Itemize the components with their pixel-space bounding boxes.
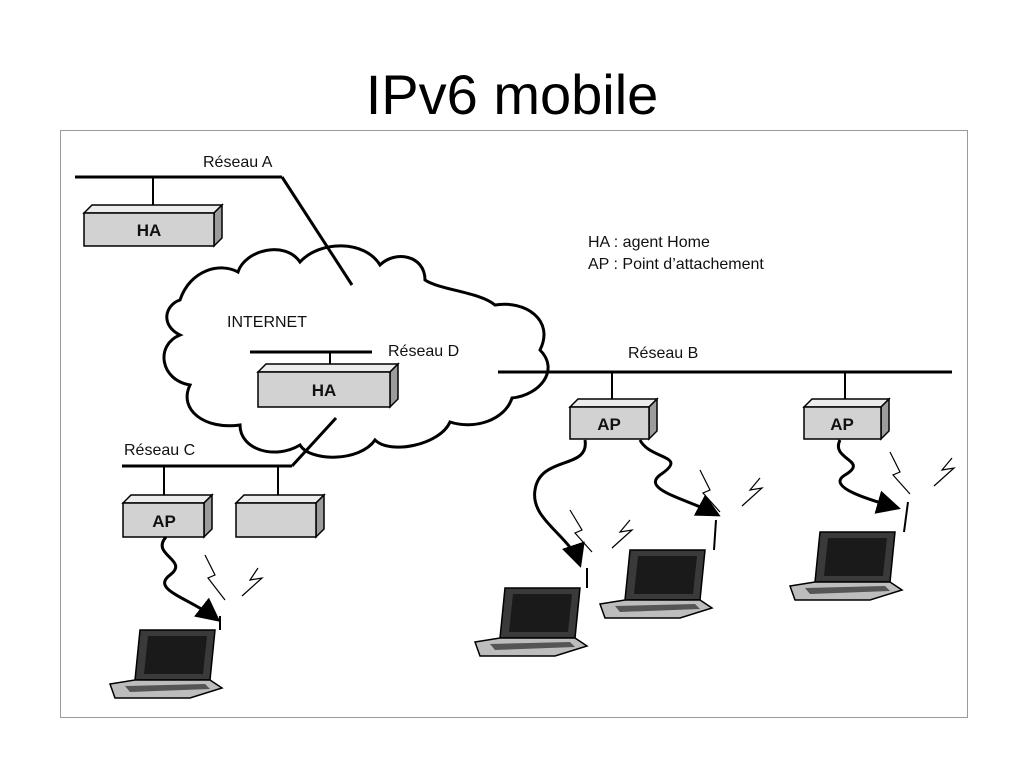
legend-ap: AP : Point d’attachement bbox=[588, 256, 764, 273]
ha-a-box: HA bbox=[82, 203, 224, 248]
radio-signals bbox=[204, 451, 956, 601]
ha-d-label: HA bbox=[312, 381, 337, 400]
ha-d-box: HA bbox=[256, 362, 400, 409]
laptop-icon bbox=[788, 501, 909, 601]
laptop-icon bbox=[473, 568, 589, 657]
reseau-a-uplink bbox=[280, 176, 354, 286]
reseau-c-uplink bbox=[290, 416, 338, 468]
wireless-arrow-b1b bbox=[638, 439, 721, 517]
slide-title: IPv6 mobile bbox=[365, 63, 659, 126]
ap-b1-label: AP bbox=[597, 415, 621, 434]
ap-c-label: AP bbox=[152, 512, 176, 531]
wireless-arrow-c bbox=[160, 536, 221, 622]
reseau-c-label: Réseau C bbox=[124, 442, 195, 459]
ap-b1-box: AP bbox=[568, 397, 659, 441]
wireless-arrow-b2 bbox=[836, 439, 901, 514]
reseau-b-label: Réseau B bbox=[628, 345, 698, 362]
laptop-icon bbox=[598, 519, 717, 619]
ha-a-label: HA bbox=[137, 221, 162, 240]
ap-b2-label: AP bbox=[830, 415, 854, 434]
reseau-a-label: Réseau A bbox=[203, 154, 273, 171]
internet-label: INTERNET bbox=[227, 314, 307, 331]
laptop-icon bbox=[108, 616, 224, 699]
ap-c-box: AP bbox=[121, 493, 214, 539]
device-box-unlabeled bbox=[234, 493, 326, 539]
legend-ha: HA : agent Home bbox=[588, 234, 710, 251]
ap-b2-box: AP bbox=[802, 397, 891, 441]
wireless-arrow-b1a bbox=[533, 439, 587, 568]
reseau-d-label: Réseau D bbox=[388, 343, 459, 360]
